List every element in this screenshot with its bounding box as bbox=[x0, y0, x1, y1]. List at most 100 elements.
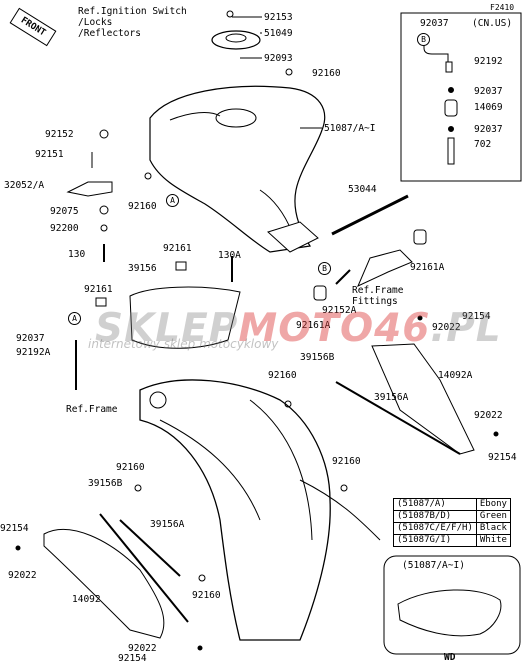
part-51087: 51087/A~I bbox=[324, 123, 376, 134]
part-92154-b: 92154 bbox=[118, 653, 147, 664]
tank-pump-bracket bbox=[267, 221, 319, 253]
grommet-92160-top bbox=[285, 68, 293, 76]
callout-b-1: B bbox=[318, 262, 331, 275]
inset-tube-702 bbox=[447, 137, 455, 165]
damper-92161-left bbox=[95, 297, 107, 307]
part-39156A-right: 39156A bbox=[374, 392, 409, 403]
filler-cap bbox=[211, 30, 261, 50]
part-39156B-left: 39156B bbox=[88, 478, 123, 489]
part-92154-r2: 92154 bbox=[488, 452, 517, 463]
inset-box-wd bbox=[383, 555, 521, 655]
callout-a-2: A bbox=[68, 312, 81, 325]
frame-head bbox=[149, 391, 167, 409]
grommet-92160-l2 bbox=[198, 574, 206, 582]
strip-39156A-left bbox=[119, 519, 181, 577]
damper-92161A-left bbox=[313, 285, 327, 301]
color-row: (51087C/E/F/H) Black bbox=[393, 522, 511, 535]
collar-92075 bbox=[99, 205, 109, 215]
tank-filler-opening bbox=[215, 108, 257, 128]
part-92160-top: 92160 bbox=[312, 68, 341, 79]
grommet-92160-l1 bbox=[134, 484, 142, 492]
part-92022-r2: 92022 bbox=[474, 410, 503, 421]
part-130A: 130A bbox=[218, 250, 241, 261]
screw-92022-r bbox=[493, 431, 499, 437]
strip-39156B-left bbox=[99, 513, 189, 623]
inset-clip-1 bbox=[448, 87, 454, 93]
watermark: SKLEPMOTO46.PL bbox=[95, 306, 502, 351]
pad-39156 bbox=[129, 286, 241, 349]
part-92022-l: 92022 bbox=[8, 570, 37, 581]
strip-39156A-right bbox=[335, 381, 461, 455]
part-92161-left: 92161 bbox=[84, 284, 113, 295]
part-53044: 53044 bbox=[348, 184, 377, 195]
bolt-92152A bbox=[335, 269, 351, 285]
part-92160-side: 92160 bbox=[128, 201, 157, 212]
color-row: (51087G/I) White bbox=[393, 534, 511, 547]
part-92152: 92152 bbox=[45, 129, 74, 140]
part-130: 130 bbox=[68, 249, 86, 260]
inset-part-14069: 14069 bbox=[474, 102, 503, 113]
frame bbox=[139, 379, 331, 641]
screw-92022-b bbox=[197, 645, 203, 651]
part-92161A-left: 92161A bbox=[296, 320, 331, 331]
part-39156: 39156 bbox=[128, 263, 157, 274]
part-32052: 32052/A bbox=[4, 180, 45, 191]
frame-rail-1 bbox=[159, 419, 261, 521]
note-ref-frame-fittings: Ref.Frame Fittings bbox=[352, 285, 404, 307]
part-92022-r1: 92022 bbox=[432, 322, 461, 333]
inset-canister-14069 bbox=[444, 99, 458, 117]
part-92153: 92153 bbox=[264, 12, 293, 23]
wd-label: WD bbox=[444, 652, 456, 663]
watermark-part-a: SKLEP bbox=[95, 306, 239, 351]
screw-92154-r bbox=[417, 315, 423, 321]
watermark-part-b: MOTO bbox=[238, 306, 375, 351]
tank-contour-1 bbox=[169, 112, 221, 121]
color-code: (51087B/D) bbox=[393, 510, 477, 523]
color-name: Black bbox=[475, 522, 511, 535]
cover-14092A bbox=[371, 343, 475, 455]
inset-part-92037-b: 92037 bbox=[474, 86, 503, 97]
color-row: (51087B/D) Green bbox=[393, 510, 511, 523]
part-92093: 92093 bbox=[264, 53, 293, 64]
inset-region: (CN.US) bbox=[472, 18, 513, 29]
seal-53044 bbox=[331, 194, 409, 236]
color-code: (51087C/E/F/H) bbox=[393, 522, 477, 535]
part-92160-r2: 92160 bbox=[332, 456, 361, 467]
color-code: (51087/A) bbox=[393, 498, 477, 511]
color-row: (51087/A) Ebony bbox=[393, 498, 511, 511]
part-92161: 92161 bbox=[163, 243, 192, 254]
watermark-subtitle: internetowy sklep motocyklowy bbox=[88, 337, 279, 351]
diagram-id: F2410 bbox=[490, 3, 515, 12]
part-92160-r1: 92160 bbox=[268, 370, 297, 381]
color-code: (51087G/I) bbox=[393, 534, 477, 547]
frame-rail-2 bbox=[249, 399, 313, 541]
part-92154-r1: 92154 bbox=[462, 311, 491, 322]
washer-92200 bbox=[100, 224, 108, 232]
damper-92161A-right bbox=[413, 229, 427, 245]
color-name: White bbox=[475, 534, 511, 547]
callout-a-1: A bbox=[166, 194, 179, 207]
inset-part-702: 702 bbox=[474, 139, 492, 150]
note-ref-ignition: Ref.Ignition Switch /Locks /Reflectors bbox=[78, 6, 187, 39]
color-name: Ebony bbox=[475, 498, 511, 511]
watermark-part-c: 46 bbox=[374, 306, 431, 351]
inset-tube-92192 bbox=[445, 61, 453, 73]
part-39156A-left: 39156A bbox=[150, 519, 185, 530]
inset-wd-codes: (51087/A~I) bbox=[402, 560, 465, 571]
inset-part-92192: 92192 bbox=[474, 56, 503, 67]
part-51049: 51049 bbox=[264, 28, 293, 39]
part-14092: 14092 bbox=[72, 594, 101, 605]
note-ref-frame: Ref.Frame bbox=[66, 404, 118, 415]
part-92161A-right: 92161A bbox=[410, 262, 445, 273]
inset-part-92037-a: 92037 bbox=[420, 18, 449, 29]
inset-part-92037-c: 92037 bbox=[474, 124, 503, 135]
part-92154-l: 92154 bbox=[0, 523, 29, 534]
part-92200: 92200 bbox=[50, 223, 79, 234]
color-table: (51087/A) Ebony (51087B/D) Green (51087C… bbox=[393, 498, 511, 547]
inset-hose-1 bbox=[423, 38, 449, 72]
part-92192A: 92192A bbox=[16, 347, 51, 358]
color-name: Green bbox=[475, 510, 511, 523]
part-14092A: 14092A bbox=[438, 370, 473, 381]
